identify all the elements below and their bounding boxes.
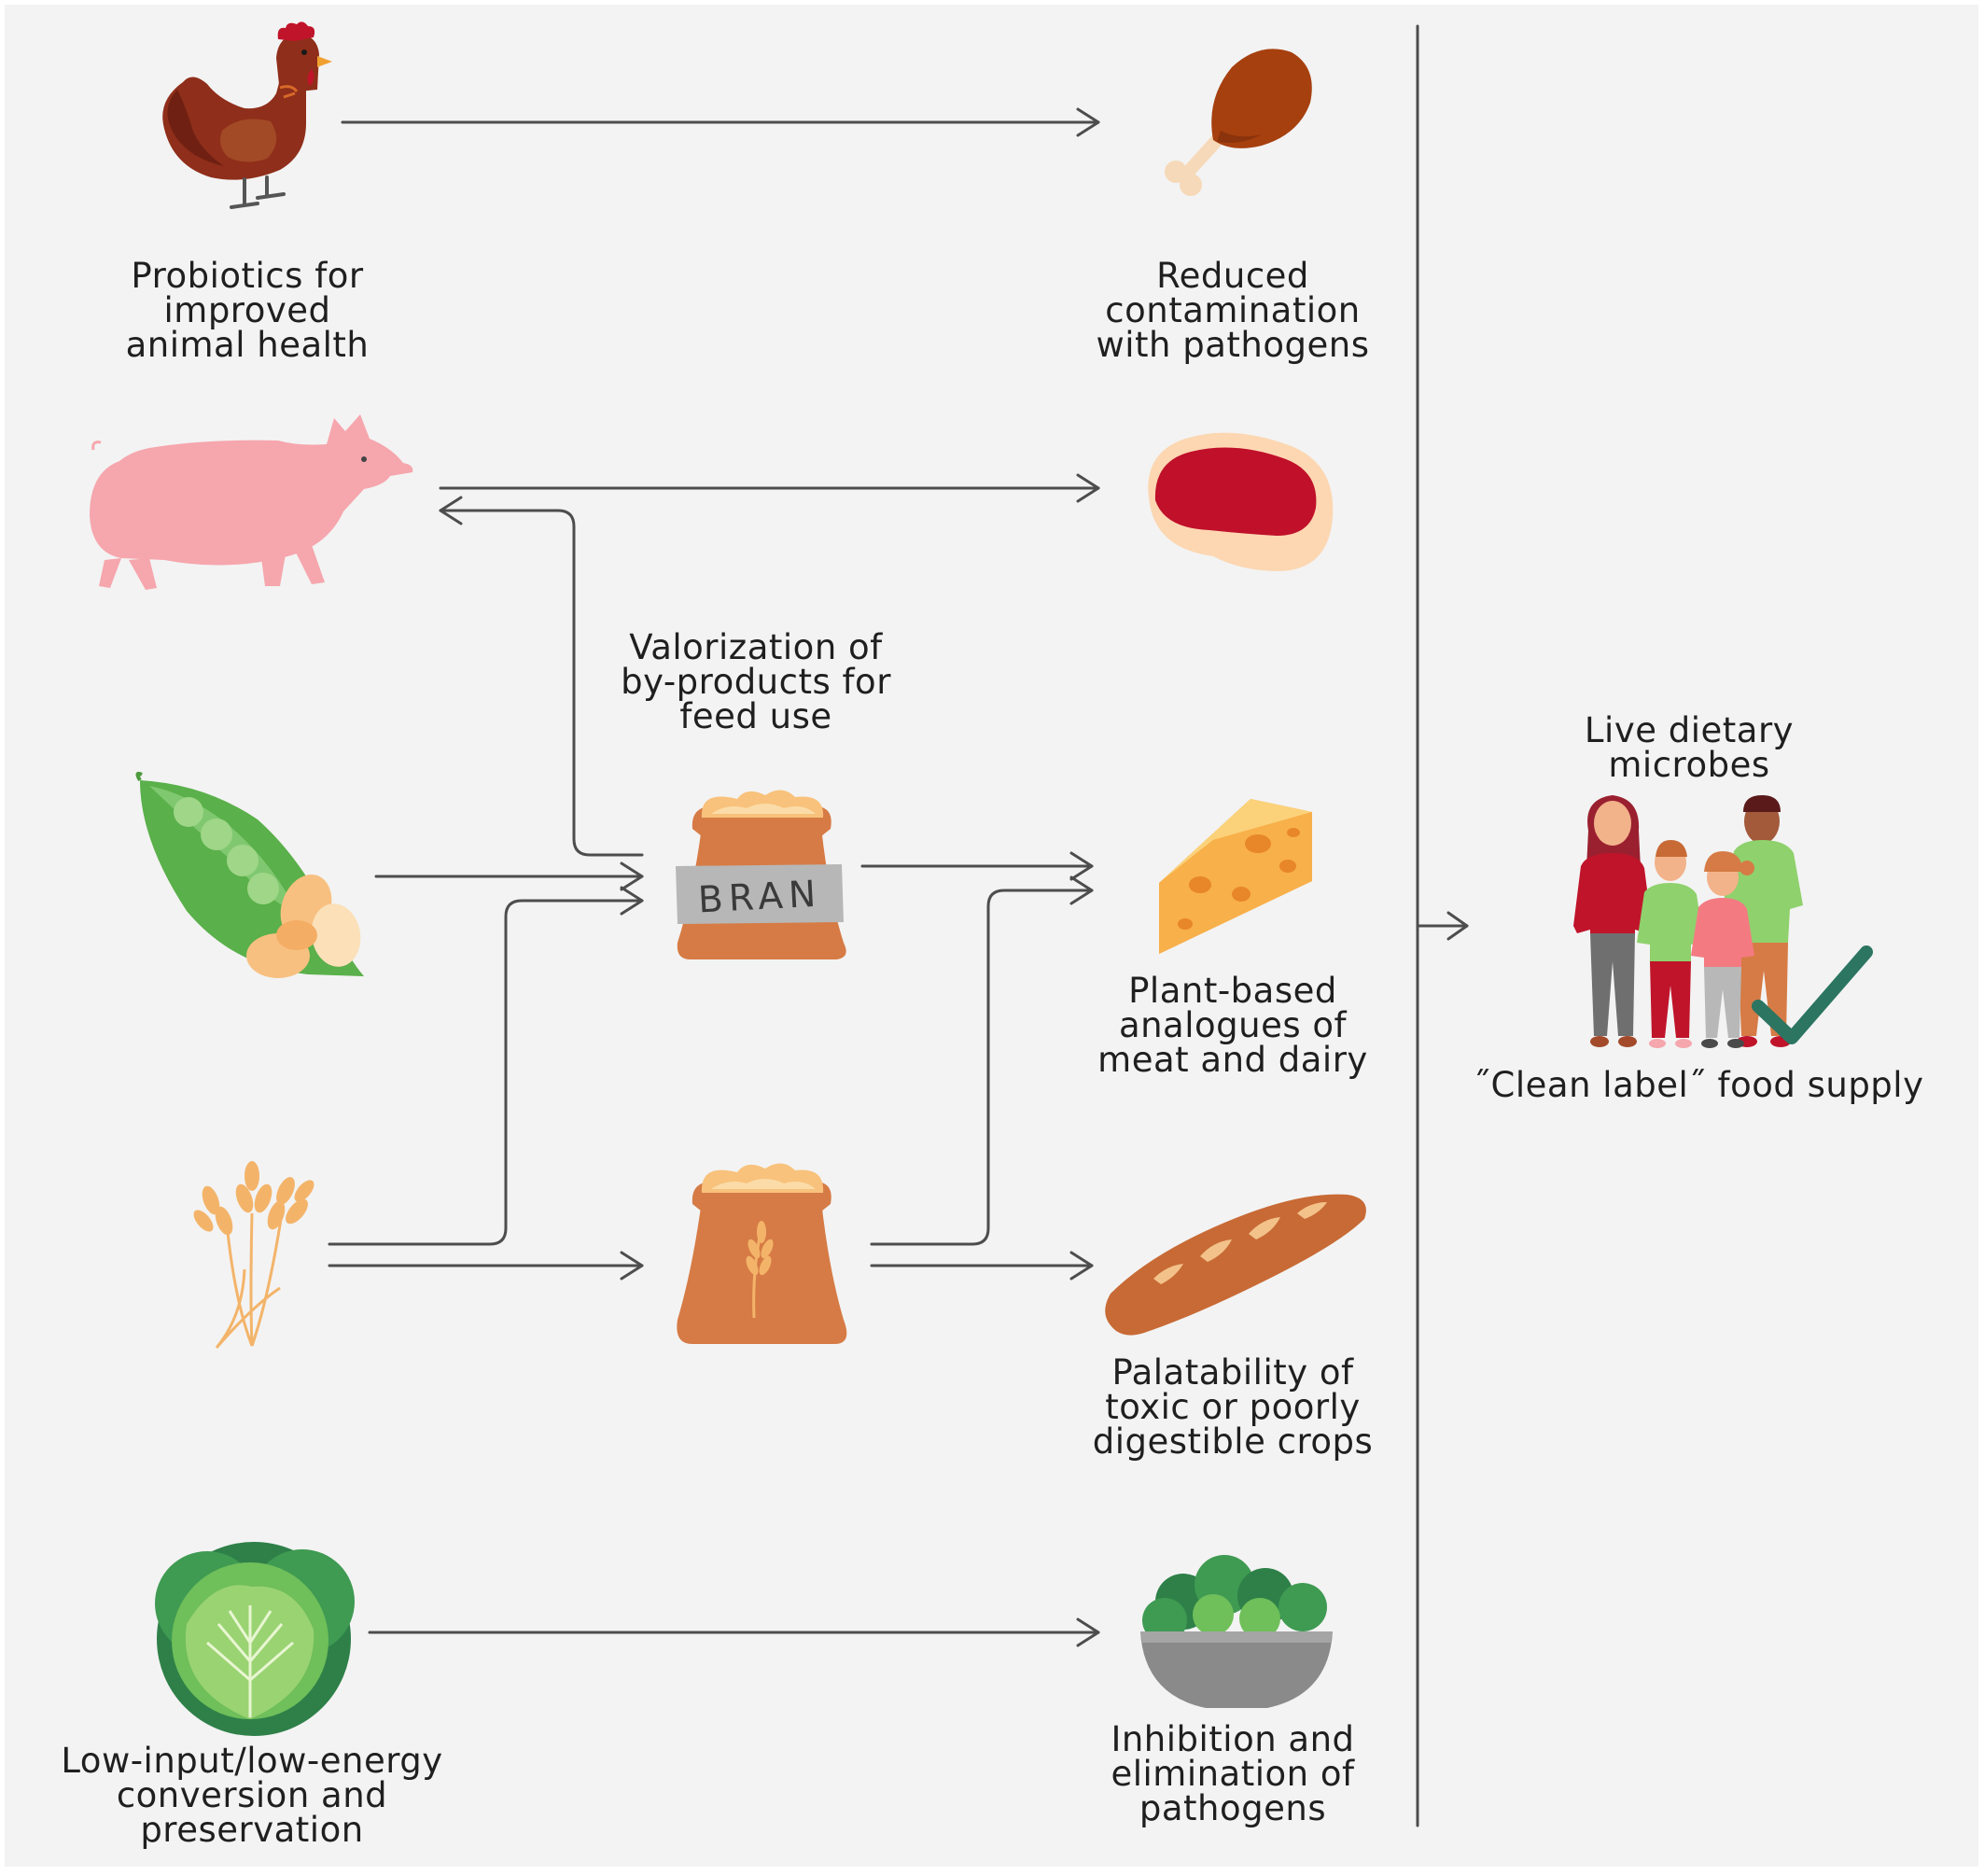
arrow-bran-to-cheese [860, 851, 1094, 881]
salad-bowl-icon [1140, 1555, 1333, 1708]
bran-sack-icon: BRAN [676, 790, 846, 959]
steak-icon [1148, 432, 1334, 571]
check-icon [1752, 945, 1873, 1044]
cabbage-icon [155, 1542, 355, 1736]
mother-figure [1573, 795, 1652, 1047]
pig-icon [90, 414, 413, 590]
pea-pod-icon [135, 771, 364, 978]
label-palatability: Palatability of toxic or poorly digestib… [1092, 1352, 1374, 1462]
baguette-icon [1105, 1194, 1366, 1336]
label-live-dietary-microbes: Live dietary microbes [1584, 710, 1795, 785]
label-clean-label: ˝Clean label˝ food supply [1473, 1065, 1924, 1105]
arrow-wheat-to-flour [328, 1251, 644, 1281]
girl-figure [1691, 851, 1754, 1048]
label-inhibition: Inhibition and elimination of pathogens [1111, 1719, 1355, 1828]
chicken-icon [162, 21, 332, 209]
bran-sack-label: BRAN [697, 874, 822, 922]
label-valorization: Valorization of by-products for feed use [621, 627, 891, 736]
arrow-to-family [1416, 911, 1469, 941]
drumstick-icon [1165, 49, 1312, 196]
cheese-icon [1159, 799, 1312, 954]
label-plant-based: Plant-based analogues of meat and dairy [1097, 971, 1368, 1080]
label-reduced-contamination: Reduced contamination with pathogens [1096, 256, 1370, 365]
family-icon [1573, 795, 1873, 1048]
arrow-flour-to-cheese [870, 875, 1094, 1246]
boy-figure [1637, 840, 1704, 1048]
arrow-cabbage-to-bowl [368, 1617, 1100, 1647]
arrow-flour-to-bread [870, 1251, 1094, 1281]
arrow-wheat-to-bran [328, 886, 644, 1246]
arrow-chicken-to-drumstick [341, 107, 1100, 137]
arrow-pig-to-steak [439, 473, 1100, 503]
label-probiotics: Probiotics for improved animal health [125, 256, 370, 365]
arrow-pea-to-bran [374, 861, 644, 891]
label-low-input: Low-input/low-energy conversion and pres… [61, 1741, 443, 1850]
arrow-bran-to-pig [439, 496, 644, 857]
flour-sack-icon [677, 1163, 847, 1344]
wheat-icon [193, 1161, 314, 1349]
